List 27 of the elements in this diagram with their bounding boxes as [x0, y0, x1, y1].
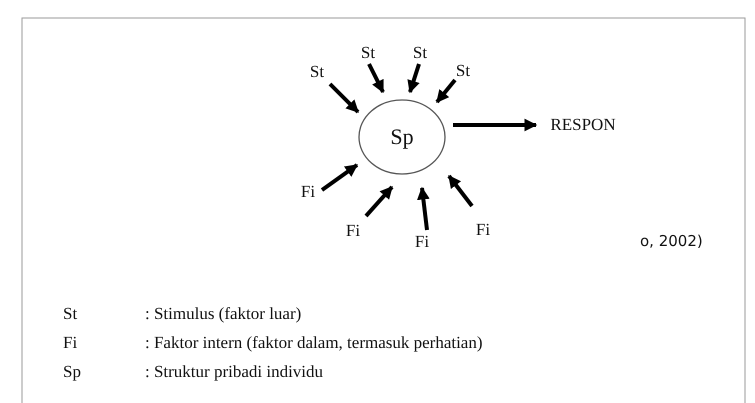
definition: : Faktor intern (faktor dalam, termasuk perhatian)	[145, 334, 483, 351]
arrow	[435, 78, 457, 104]
citation-text: o, 2002)	[640, 234, 703, 249]
circle-node	[358, 99, 446, 175]
node-label: Sp	[390, 126, 414, 148]
node-label: St	[360, 44, 376, 61]
arrow	[447, 174, 474, 208]
node-label: Fi	[414, 233, 430, 250]
node-label: Fi	[476, 221, 490, 238]
arrow	[328, 82, 360, 114]
arrow	[453, 118, 538, 132]
arrow	[367, 63, 385, 94]
node-label: St	[412, 44, 428, 61]
definition: : Stimulus (faktor luar)	[145, 305, 302, 322]
node-label: St	[310, 63, 324, 80]
node-label: Fi	[346, 222, 360, 239]
node-label: Fi	[300, 183, 316, 200]
abbreviation: Fi	[63, 334, 78, 351]
arrow	[364, 186, 394, 218]
arrow	[320, 163, 358, 192]
arrow	[417, 186, 430, 230]
node-label: RESPON	[550, 116, 616, 133]
abbreviation: St	[63, 305, 78, 322]
node-label: St	[456, 62, 470, 79]
abbreviation: Sp	[63, 363, 81, 380]
arrow	[407, 63, 421, 94]
definition: : Struktur pribadi individu	[145, 363, 324, 380]
